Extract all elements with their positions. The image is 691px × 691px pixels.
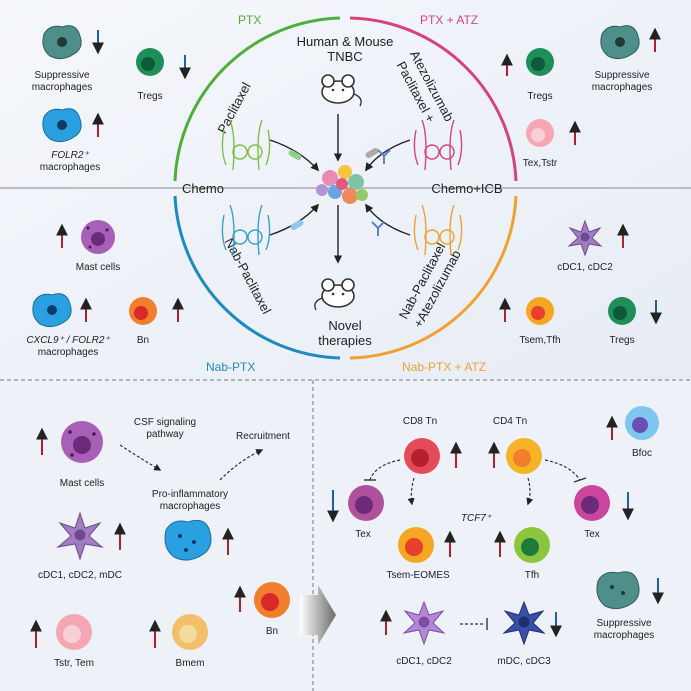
torso-green-icon — [221, 119, 271, 171]
label-ptx-tregs: Tregs — [137, 91, 162, 102]
label-ll-cdc: cDC1, cDC2, mDC — [38, 570, 122, 581]
arc-ptx-atz — [349, 16, 518, 182]
label-nab-mast: Mast cells — [76, 262, 120, 273]
torso-blue-icon — [221, 204, 271, 256]
nab-atz-tsem-icon — [526, 297, 554, 325]
ll-dendritic-cell-icon — [56, 511, 104, 561]
center-top-line2: TNBC — [327, 49, 362, 64]
torso-pink-icon — [413, 119, 463, 171]
transition-arrow-icon — [300, 585, 336, 645]
mouse-top-icon — [321, 74, 362, 107]
axis-chemo: Chemo — [182, 181, 224, 196]
label-lr-tfh: Tfh — [525, 570, 539, 581]
label-lr-cd8: CD8 Tn — [403, 416, 437, 427]
label-ll-csf-2: pathway — [146, 429, 183, 440]
nab-bn-cell-icon — [129, 297, 157, 325]
label-ptx-atz-supp-2: macrophages — [592, 82, 653, 93]
label-nab-bn: Bn — [137, 335, 149, 346]
label-nab-cxcl9-1: CXCL9⁺ / FOLR2⁺ — [26, 335, 110, 346]
dashed-inhibit-arrow — [544, 459, 581, 481]
arc-nab-ptx-atz — [349, 195, 518, 360]
arc-ptx — [173, 16, 341, 182]
lr-tsem-eomes-icon — [398, 527, 434, 563]
label-lr-tex-left: Tex — [355, 529, 371, 540]
label-ptx-folr2-1: FOLR2⁺ — [51, 150, 89, 161]
label-ll-csf-1: CSF signaling — [134, 417, 196, 428]
ptx-atz-tregs-icon — [526, 48, 554, 76]
lr-tfh-icon — [514, 527, 550, 563]
lr-mdc-icon — [502, 600, 546, 646]
mouse-bottom-icon — [314, 278, 355, 311]
ll-bmem-cell-icon — [172, 614, 208, 650]
lower-panel-bg — [0, 380, 691, 691]
label-nab-atz-cdc: cDC1, cDC2 — [557, 262, 613, 273]
label-lr-bfoc: Bfoc — [632, 448, 652, 459]
title-ptx-atz: PTX + ATZ — [420, 13, 478, 27]
ll-bn-cell-icon — [254, 582, 290, 618]
center-top-line1: Human & Mouse — [297, 34, 394, 49]
label-ll-proinf-2: macrophages — [160, 501, 221, 512]
center-bottom-line1: Novel — [328, 318, 361, 333]
title-nab-ptx-atz: Nab-PTX + ATZ — [402, 360, 486, 374]
label-lr-cd4: CD4 Tn — [493, 416, 527, 427]
torso-orange-icon — [413, 204, 463, 256]
dashed-inhibit-arrow — [369, 459, 401, 481]
dashed-arrow — [219, 449, 264, 481]
ptx-suppressive-macrophage-icon — [42, 25, 82, 60]
axis-chemo-icb: Chemo+ICB — [431, 181, 502, 196]
label-ptx-supp-2: macrophages — [32, 82, 93, 93]
title-nab-ptx: Nab-PTX — [206, 360, 255, 374]
label-nab-cxcl9-2: macrophages — [38, 347, 99, 358]
label-nab-atz-tsem: Tsem,Tfh — [519, 335, 560, 346]
lr-suppressive-macrophage-icon — [596, 571, 640, 610]
ptx-atz-tex-tstr-icon — [526, 119, 554, 147]
nab-cxcl9-macrophage-icon — [32, 293, 72, 328]
ptx-atz-suppressive-macrophage-icon — [600, 25, 640, 60]
label-ll-bn: Bn — [266, 626, 278, 637]
label-lr-tsem: Tsem-EOMES — [386, 570, 450, 581]
single-cell-cluster-icon — [316, 165, 368, 204]
nab-atz-tregs-icon — [608, 297, 636, 325]
lr-cd4-tn-icon — [506, 438, 542, 474]
drug-pill-icons — [288, 148, 391, 236]
label-lr-tex-right: Tex — [584, 529, 600, 540]
nab-atz-dendritic-cell-icon — [567, 219, 603, 257]
label-lr-tcf7: TCF7⁺ — [461, 513, 492, 524]
lr-cd8-tn-icon — [404, 438, 440, 474]
label-lr-supp-1: Suppressive — [596, 618, 651, 629]
label-ll-tstr: Tstr, Tem — [54, 658, 94, 669]
label-lr-cdc: cDC1, cDC2 — [396, 656, 452, 667]
lr-tex-left-icon — [348, 485, 384, 521]
nab-mast-cell-icon — [81, 220, 115, 254]
arc-nab-ptx — [173, 195, 341, 360]
label-ptx-atz-supp-1: Suppressive — [594, 70, 649, 81]
lr-tex-right-icon — [574, 485, 610, 521]
label-lr-supp-2: macrophages — [594, 630, 655, 641]
ll-mast-cell-icon — [61, 421, 103, 463]
label-ll-recruit: Recruitment — [236, 431, 290, 442]
ptx-folr2-macrophage-icon — [42, 108, 82, 143]
dashed-arrow — [407, 477, 415, 506]
label-ll-bmem: Bmem — [176, 658, 205, 669]
title-ptx: PTX — [238, 13, 261, 27]
label-nab-atz-tregs: Tregs — [609, 335, 634, 346]
label-ll-mast: Mast cells — [60, 478, 104, 489]
label-lr-mdc: mDC, cDC3 — [497, 656, 551, 667]
dashed-arrow — [526, 477, 534, 506]
inhibit-bar-icon — [573, 477, 587, 483]
label-ptx-atz-tex: Tex,Tstr — [523, 158, 558, 169]
label-ptx-atz-tregs: Tregs — [527, 91, 552, 102]
ptx-tregs-icon — [136, 48, 164, 76]
center-bottom-line2: therapies — [318, 333, 372, 348]
ll-tstr-cell-icon — [56, 614, 92, 650]
label-ptx-supp-1: Suppressive — [34, 70, 89, 81]
lr-bfoc-cell-icon — [625, 406, 659, 440]
lr-cdc1-icon — [402, 600, 446, 646]
label-ptx-folr2-2: macrophages — [40, 162, 101, 173]
label-ll-proinf-1: Pro-inflammatory — [152, 489, 228, 500]
ll-proinflammatory-macrophage-icon — [164, 519, 212, 561]
